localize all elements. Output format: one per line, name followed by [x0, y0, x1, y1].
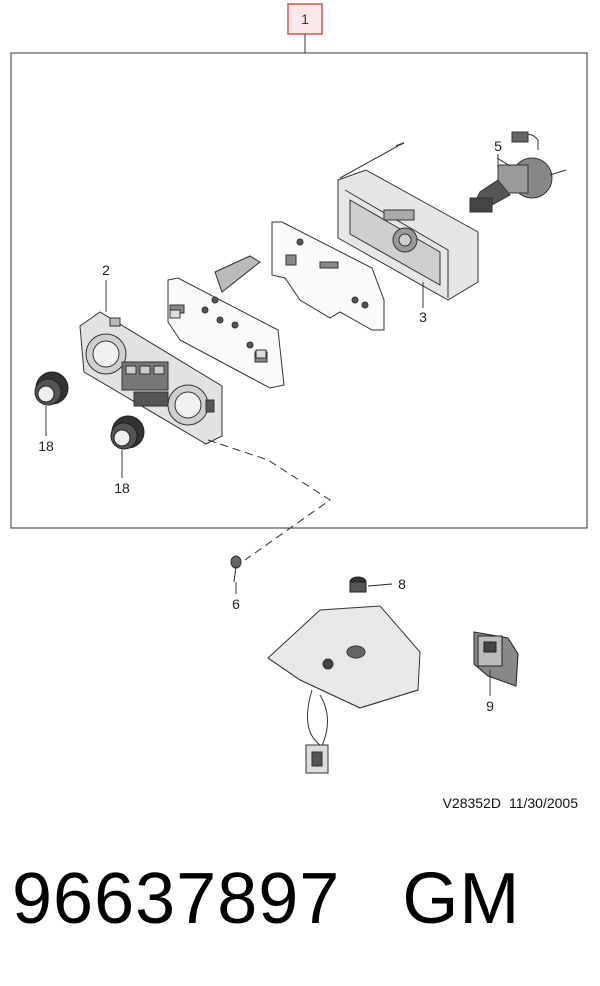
- callout-9: 9: [486, 698, 494, 714]
- part-3-housing: [337, 169, 479, 301]
- part-2-control-panel: [79, 311, 223, 445]
- screw-6-leader: [207, 439, 331, 561]
- callout-3: 3: [419, 309, 427, 325]
- drawing-reference: V28352D 11/30/2005: [443, 795, 579, 811]
- part-number: 96637897: [12, 859, 341, 939]
- part-18-knob-left: [34, 371, 69, 406]
- assembly-label: 1: [287, 3, 323, 53]
- callout-2: 2: [102, 262, 110, 278]
- callout-18-right: 18: [114, 480, 130, 496]
- callout-8: 8: [398, 576, 406, 592]
- mounting-pegs: [169, 309, 267, 359]
- bezel-plate: [267, 605, 421, 774]
- callout-leaders: [45, 154, 499, 696]
- drawing-code: V28352D: [443, 795, 501, 811]
- part-6-screw: [230, 555, 242, 583]
- drawing-date: 11/30/2005: [509, 795, 578, 811]
- callout-18-left: 18: [38, 438, 54, 454]
- assembly-frame: [10, 52, 588, 529]
- part-9-connector: [473, 631, 519, 687]
- part-maker: GM: [402, 859, 521, 939]
- part-number-line: 96637897 GM: [12, 858, 520, 940]
- callout-5: 5: [494, 138, 502, 154]
- ribbon-cable: [214, 255, 261, 293]
- callout-6: 6: [232, 596, 240, 612]
- part-8-sensor: [349, 576, 393, 593]
- assembly-label-text: 1: [301, 11, 309, 27]
- part-5-actuator: [469, 131, 567, 213]
- part-18-knob-right: [110, 415, 145, 450]
- part-pcb-rear: [271, 221, 385, 331]
